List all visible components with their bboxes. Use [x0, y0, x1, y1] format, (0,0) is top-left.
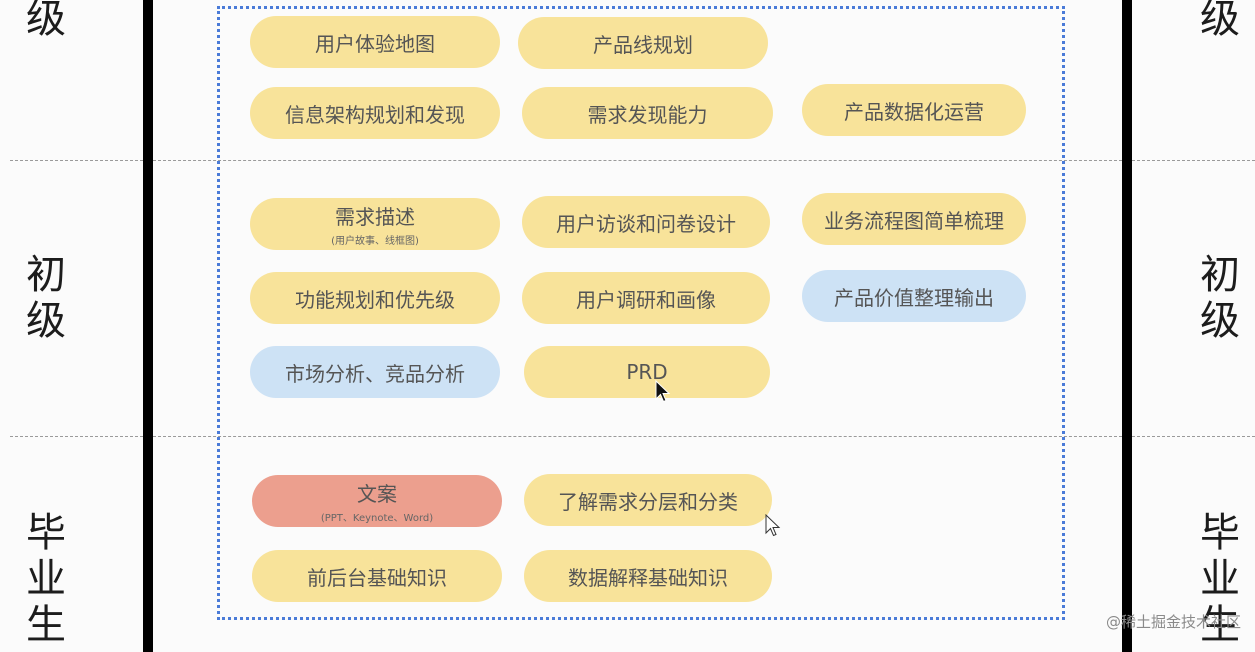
pill-market-competitor-analysis[interactable]: 市场分析、竞品分析 — [250, 346, 500, 398]
separator-lower-middle — [153, 436, 1122, 437]
pill-business-flowchart[interactable]: 业务流程图简单梳理 — [802, 193, 1026, 245]
left-border-line — [143, 0, 153, 652]
pill-user-research-persona[interactable]: 用户调研和画像 — [522, 272, 770, 324]
level-label-junior-left: 初 级 — [26, 252, 66, 344]
mouse-cursor-icon — [655, 380, 671, 403]
pill-product-value-output[interactable]: 产品价值整理输出 — [802, 270, 1026, 322]
level-label-junior-right: 初 级 — [1200, 252, 1240, 344]
skills-container — [217, 6, 1065, 620]
pill-copywriting[interactable]: 文案 (PPT、Keynote、Word) — [252, 475, 502, 527]
separator-upper-middle — [153, 160, 1122, 161]
pill-info-architecture[interactable]: 信息架构规划和发现 — [250, 87, 500, 139]
pill-demand-discovery[interactable]: 需求发现能力 — [522, 87, 773, 139]
pill-user-interview-survey[interactable]: 用户访谈和问卷设计 — [522, 196, 770, 248]
pill-user-journey-map[interactable]: 用户体验地图 — [250, 16, 500, 68]
pill-prd[interactable]: PRD — [524, 346, 770, 398]
separator-lower-right — [1132, 436, 1255, 437]
pill-data-operations[interactable]: 产品数据化运营 — [802, 84, 1026, 136]
level-label-top-right: 级 — [1200, 0, 1240, 42]
pill-demand-layering[interactable]: 了解需求分层和分类 — [524, 474, 772, 526]
right-border-line — [1122, 0, 1132, 652]
pill-frontend-backend[interactable]: 前后台基础知识 — [252, 550, 502, 602]
level-label-top-left: 级 — [26, 0, 66, 42]
separator-upper-left — [10, 160, 143, 161]
separator-lower-left — [10, 436, 143, 437]
level-label-graduate-right: 毕 业 生 — [1200, 510, 1240, 648]
watermark-text: @稀土掘金技术社区 — [1105, 613, 1241, 631]
pill-demand-description[interactable]: 需求描述 (用户故事、线框图) — [250, 198, 500, 250]
separator-upper-right — [1132, 160, 1255, 161]
level-label-graduate-left: 毕 业 生 — [26, 510, 66, 648]
pill-product-line-planning[interactable]: 产品线规划 — [518, 17, 768, 69]
pill-feature-priority[interactable]: 功能规划和优先级 — [250, 272, 500, 324]
mouse-cursor-outline-icon — [765, 514, 781, 537]
pill-data-interpretation[interactable]: 数据解释基础知识 — [524, 550, 772, 602]
